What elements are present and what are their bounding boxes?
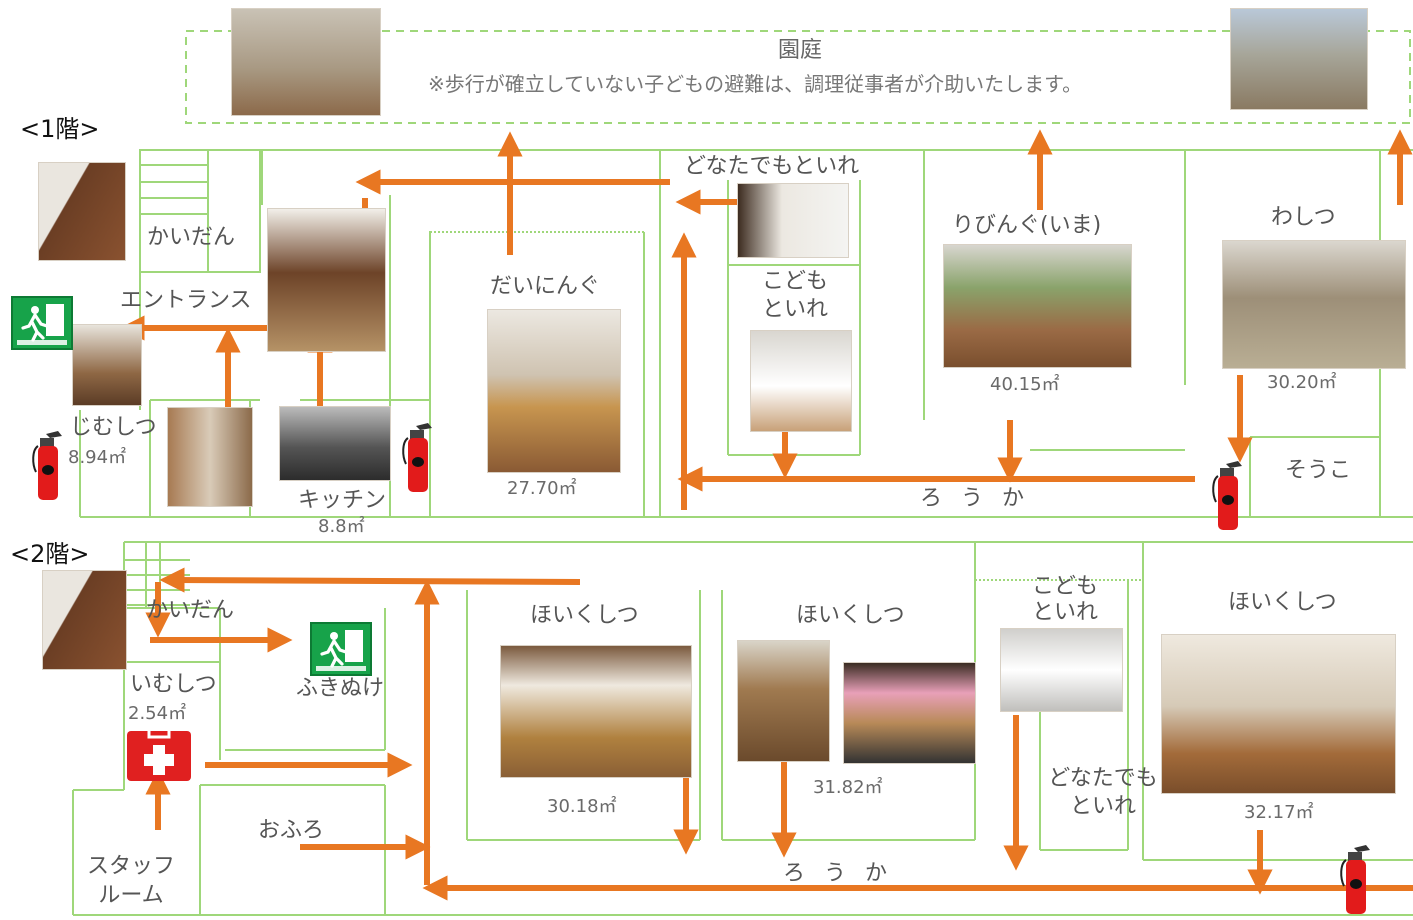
corridor-label-2f: ろ う か bbox=[783, 861, 893, 886]
fire-extinguisher-icon bbox=[1340, 845, 1370, 914]
floor1-heading: <1階> bbox=[20, 115, 100, 143]
floor2-heading: <2階> bbox=[10, 540, 90, 568]
room-label-nursery-c: ほいくしつ bbox=[1228, 590, 1337, 615]
garden-title: 園庭 bbox=[777, 38, 822, 63]
fire-extinguisher-icon bbox=[32, 431, 62, 500]
room-label-stairs-2f: かいだん bbox=[146, 598, 235, 623]
fire-extinguisher-icon bbox=[1212, 461, 1242, 530]
room-label-kids-toilet-1f: こども といれ bbox=[761, 269, 828, 322]
room-label-office: じむしつ bbox=[70, 415, 157, 440]
entrance-photo bbox=[72, 324, 142, 406]
room-label-nursery-b: ほいくしつ bbox=[796, 603, 905, 628]
nursery-c-photo bbox=[1161, 634, 1396, 794]
stairs-photo-2f bbox=[42, 570, 127, 670]
living-photo bbox=[943, 244, 1132, 368]
room-area-nursery-a: 30.18㎡ bbox=[547, 796, 617, 817]
room-label-kids-toilet-2f: こども といれ bbox=[1031, 574, 1098, 626]
dining-photo bbox=[487, 309, 621, 473]
room-area-sickroom: 2.54㎡ bbox=[128, 703, 187, 724]
kids-toilet-photo-2f bbox=[1000, 628, 1123, 712]
emergency-exit-icon bbox=[310, 622, 372, 676]
room-label-dining: だいにんぐ bbox=[490, 274, 601, 299]
room-label-exit-2f: ふきぬけ bbox=[296, 676, 385, 701]
room-area-washitsu: 30.20㎡ bbox=[1267, 372, 1337, 393]
room-label-kitchen: キッチン bbox=[298, 488, 387, 513]
room-label-staff: スタッフ ルーム bbox=[86, 854, 175, 908]
toilet-any-photo bbox=[737, 183, 849, 258]
kitchen-photo bbox=[279, 406, 391, 481]
room-area-nursery-c: 32.17㎡ bbox=[1244, 802, 1314, 823]
floor2-evacuation-arrows bbox=[145, 567, 1413, 901]
emergency-exit-icon bbox=[11, 296, 73, 350]
kids-toilet-photo-1f bbox=[750, 330, 852, 432]
office-door-photo bbox=[167, 407, 253, 507]
room-label-toilet-any-1f: どなたでもといれ bbox=[684, 154, 860, 179]
room-area-office: 8.94㎡ bbox=[68, 447, 127, 468]
room-area-kitchen: 8.8㎡ bbox=[318, 516, 365, 537]
garden-photo-right bbox=[1230, 8, 1368, 110]
room-label-storage: そうこ bbox=[1285, 458, 1352, 483]
garden-photo-left bbox=[231, 8, 381, 116]
room-label-washitsu: わしつ bbox=[1271, 205, 1336, 230]
room-label-nursery-a: ほいくしつ bbox=[530, 603, 639, 628]
fire-extinguisher-icon bbox=[402, 423, 432, 492]
room-label-entrance: エントランス bbox=[120, 288, 252, 313]
corridor-label-1f: ろ う か bbox=[920, 486, 1030, 511]
room-label-sickroom: いむしつ bbox=[130, 672, 217, 697]
nursery-a-photo bbox=[500, 645, 692, 778]
stairs-photo-1f bbox=[38, 162, 126, 261]
room-area-living: 40.15㎡ bbox=[990, 374, 1060, 395]
nursery-b-photo-2 bbox=[843, 662, 976, 764]
room-label-living: りびんぐ(いま) bbox=[952, 213, 1102, 238]
room-area-nursery-b: 31.82㎡ bbox=[813, 777, 883, 798]
room-label-toilet-any-2f: どなたでも といれ bbox=[1048, 766, 1158, 819]
nursery-b-photo-1 bbox=[737, 640, 830, 762]
first-aid-kit-icon bbox=[127, 727, 191, 781]
room-area-dining: 27.70㎡ bbox=[507, 478, 577, 499]
room-label-stairs-1f: かいだん bbox=[147, 225, 236, 250]
washitsu-photo bbox=[1222, 240, 1406, 369]
room-label-bath: おふろ bbox=[258, 818, 325, 843]
garden-note: ※歩行が確立していない子どもの避難は、調理従事者が介助いたします。 bbox=[428, 72, 1083, 96]
entrance-hall-photo bbox=[267, 208, 386, 352]
